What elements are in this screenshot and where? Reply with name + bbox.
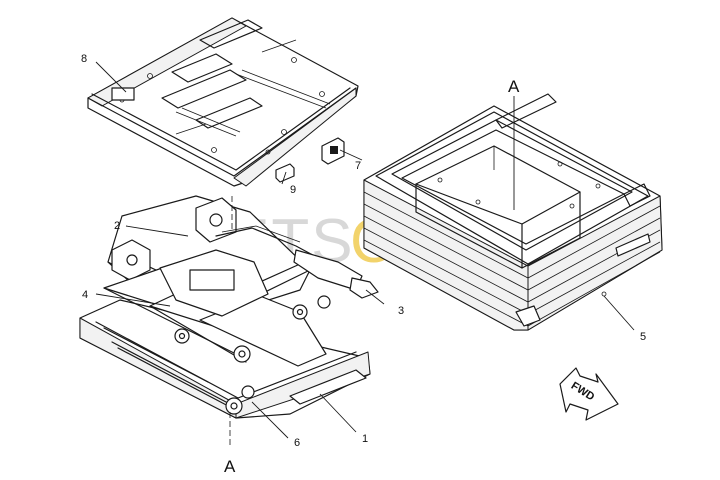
callout-2: 2 [114,220,120,232]
forward-direction-arrow: FWD [559,367,619,421]
callout-8: 8 [81,53,87,65]
plate-bracket [111,87,135,101]
callouts: 8 7 9 2 3 4 5 6 1 [81,53,646,449]
electrical-connector [321,137,345,165]
callout-4: 4 [82,289,88,301]
leader-lines [95,61,635,439]
callout-3: 3 [398,305,404,317]
callout-1: 1 [362,433,368,445]
seat-cushion-frame [363,93,663,331]
callout-7: 7 [355,160,361,172]
seat-top-plate [87,17,359,187]
section-label-bottom: A [224,457,236,476]
callout-6: 6 [294,437,300,449]
callout-9: 9 [290,184,296,196]
callout-5: 5 [640,331,646,343]
section-label-top: A [508,77,520,96]
suspension-assembly [79,195,379,419]
plate-switch [275,163,295,183]
